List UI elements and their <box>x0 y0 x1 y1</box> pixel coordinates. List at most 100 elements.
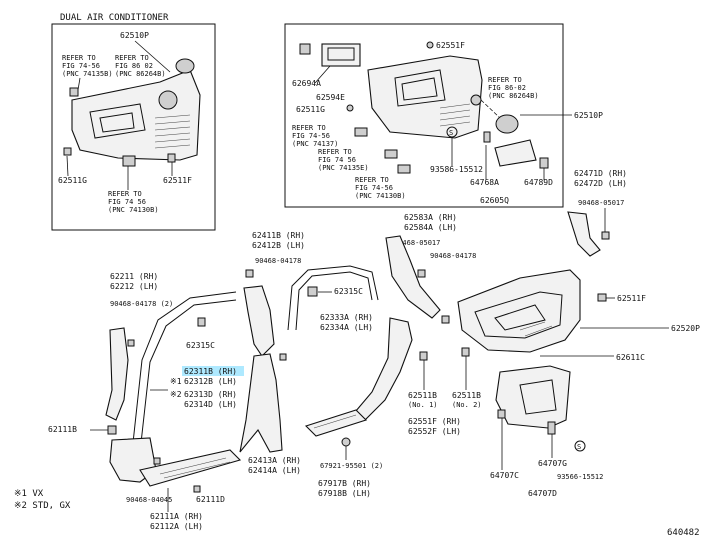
main-n1: 90468-04045 <box>126 496 172 504</box>
main-k3: 62551F (RH) <box>408 417 461 426</box>
ref5-l3: (PNC 74135E) <box>318 164 369 172</box>
svg-text:S: S <box>577 443 581 451</box>
rear-scuff-plate <box>304 409 368 437</box>
ref6-l3: (PNC 74130B) <box>355 192 406 200</box>
main-h-highlight[interactable]: 62311B (RH) <box>184 367 237 376</box>
ir-p8: 64789D <box>524 178 553 187</box>
ref6-l2: FIG 74-56 <box>355 184 393 192</box>
main-b1: 62583A (RH) <box>404 213 457 222</box>
main-a3: 90468-05017 <box>578 199 624 207</box>
main-h3: 62314D (LH) <box>184 400 237 409</box>
ref1-l3: (PNC 74135B) <box>62 70 113 78</box>
main-c1: 62411B (RH) <box>252 231 305 240</box>
ref6-l1: REFER TO <box>355 176 389 184</box>
main-f2: 62334A (LH) <box>320 323 373 332</box>
ref2-l2: FIG 86 02 <box>115 62 153 70</box>
main-n4: 62112A (LH) <box>150 522 203 531</box>
main-b3: 90468-05017 <box>394 239 440 247</box>
speaker-icon <box>495 114 519 134</box>
ref2-l1: REFER TO <box>115 54 149 62</box>
clip-right-icon <box>167 153 176 163</box>
ref3-l2: FIG 74 56 <box>108 198 146 206</box>
main-d2: 62212 (LH) <box>110 282 158 291</box>
speaker-grille-icon <box>158 90 178 110</box>
main-g3: 62611C <box>616 353 645 362</box>
inset-left-clip-right: 62511F <box>163 176 192 185</box>
main-k2: 62511B <box>452 391 481 400</box>
main-j1: 62413A (RH) <box>248 456 301 465</box>
inset-right-frame <box>284 23 564 208</box>
front-door-weatherstrip <box>131 291 237 453</box>
quarter-pillar-upper <box>385 235 441 319</box>
main-a1: 62471D (RH) <box>574 169 627 178</box>
main-g2: 62520P <box>671 324 700 333</box>
main-m2: 64707G <box>538 459 567 468</box>
main-c4: 62315C <box>334 287 363 296</box>
ref4-l3: (PNC 74137) <box>292 140 338 148</box>
quarter-trim-panel <box>457 269 581 353</box>
ref2-l3: (PNC 86264B) <box>115 70 166 78</box>
main-k1: 62511B <box>408 391 437 400</box>
main-h-m1: ※1 <box>170 377 182 386</box>
ir-p1: 62551F <box>436 41 465 50</box>
ir-p7: 64768A <box>470 178 499 187</box>
legend-2: ※2 STD, GX <box>14 501 71 511</box>
main-j2: 62414A (LH) <box>248 466 301 475</box>
main-b4: 90468-04178 <box>430 252 476 260</box>
main-k2n: (No. 2) <box>452 401 482 409</box>
ref5-l2: FIG 74 56 <box>318 156 356 164</box>
ref4-l1: REFER TO <box>292 124 326 132</box>
ref7-l2: FIG 86-02 <box>488 84 526 92</box>
inset-left-panel <box>71 69 201 161</box>
ir-p4: 62511G <box>296 105 325 114</box>
ref3-l3: (PNC 74130B) <box>108 206 159 214</box>
inset-left-clip-left: 62511G <box>58 176 87 185</box>
figure-number: 640482 <box>667 528 700 538</box>
inset-left-frame <box>51 23 216 231</box>
main-c2: 62412B (LH) <box>252 241 305 250</box>
vent-knob-icon <box>175 58 195 74</box>
svg-text:S: S <box>449 129 453 137</box>
duct-connector-icon <box>122 155 136 167</box>
main-d1: 62211 (RH) <box>110 272 158 281</box>
front-pillar-garnish <box>105 327 129 421</box>
inset-right: 62551F 62694A 62594E 62511G REFER TO FIG… <box>284 23 603 208</box>
pillar-trim-d <box>567 211 601 257</box>
ref3-l1: REFER TO <box>108 190 142 198</box>
main-b2: 62584A (LH) <box>404 223 457 232</box>
inset-left-part-top: 62510P <box>120 31 149 40</box>
main-n3: 62111A (RH) <box>150 512 203 521</box>
ir-p3: 62594E <box>316 93 345 102</box>
main-k1n: (No. 1) <box>408 401 438 409</box>
main-a2: 62472D (LH) <box>574 179 627 188</box>
ir-p5: 62510P <box>574 111 603 120</box>
main-f1: 62333A (RH) <box>320 313 373 322</box>
main-diagram: 62471D (RH) 62472D (LH) 90468-05017 6251… <box>14 169 700 538</box>
ref1-l1: REFER TO <box>62 54 96 62</box>
legend-1: ※1 VX <box>14 489 44 499</box>
main-d3: 90468-04178 (2) <box>110 300 173 308</box>
highlight-box <box>182 366 244 376</box>
clip-left-icon <box>63 147 72 156</box>
main-h1: 62312B (LH) <box>184 377 237 386</box>
c-pillar-garnish <box>348 317 413 421</box>
main-h2: 62313D (RH) <box>184 390 237 399</box>
main-l3: 67918B (LH) <box>318 489 371 498</box>
ref4-l2: FIG 74-56 <box>292 132 330 140</box>
main-h-m2: ※2 <box>170 390 182 399</box>
center-pillar-upper <box>243 285 275 357</box>
main-m1: 64707C <box>490 471 519 480</box>
main-k4: 62552F (LH) <box>408 427 461 436</box>
center-pillar-lower <box>239 353 283 453</box>
main-e1: 62315C <box>186 341 215 350</box>
front-scuff-plate <box>139 449 242 487</box>
ref1-l2: FIG 74-56 <box>62 62 100 70</box>
main-c3: 90468-04178 <box>255 257 301 265</box>
ref5-l1: REFER TO <box>318 148 352 156</box>
main-l1: 67921-95501 (2) <box>320 462 383 470</box>
deck-side-trim <box>495 365 571 429</box>
main-g1: 62511F <box>617 294 646 303</box>
inset-left: DUAL AIR CONDITIONER 62510P REFER TO FIG… <box>51 13 216 231</box>
inset-left-title: DUAL AIR CONDITIONER <box>60 13 169 23</box>
